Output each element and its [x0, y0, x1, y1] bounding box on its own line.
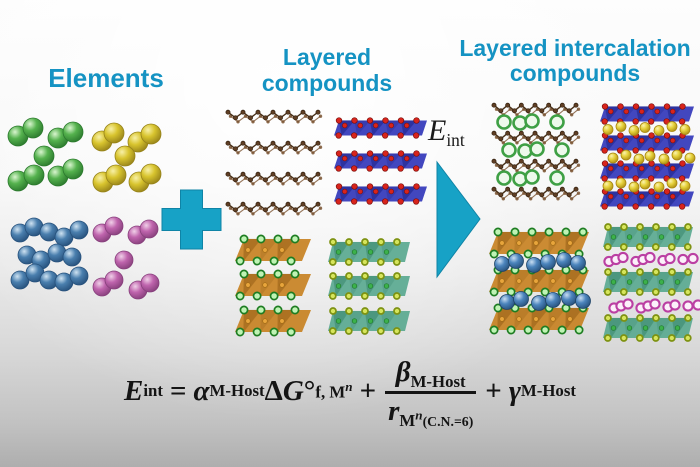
eq-G-sub-exp: n	[345, 379, 353, 395]
layered-title-line1: Layered	[282, 44, 372, 70]
element-atom	[62, 121, 84, 143]
eq-alpha: α	[193, 374, 210, 407]
plus-icon	[161, 189, 222, 250]
eint-subscript: int	[446, 130, 465, 151]
eq-fraction-denominator: rMn(C.N.=6)	[388, 394, 474, 430]
element-atom	[103, 122, 125, 144]
intercalation-title-line2: compounds	[509, 60, 641, 86]
eint-arrow-label: Eint	[428, 114, 465, 151]
intercalation-compounds-title: Layered intercalation compounds	[455, 36, 695, 86]
pink-element-cluster	[92, 216, 160, 300]
element-atom	[140, 163, 162, 185]
blue-element-cluster	[10, 217, 89, 292]
teal-intercalated-guest-atoms	[603, 251, 700, 314]
element-atom	[114, 145, 136, 167]
element-atom	[69, 220, 89, 240]
eq-r-sub: Mn(C.N.=6)	[399, 407, 474, 430]
graphite-intercalated-guest-atoms	[496, 113, 570, 187]
element-atom	[139, 219, 159, 239]
eq-r-sub-exp: n	[415, 407, 423, 423]
eq-degree: °	[303, 374, 316, 407]
element-atom	[140, 273, 160, 293]
eq-plus-1: +	[359, 374, 377, 407]
element-atom	[62, 158, 84, 180]
element-atom	[23, 164, 45, 186]
elements-title: Elements	[48, 63, 164, 93]
eq-gamma: γ	[508, 374, 521, 407]
eq-delta: Δ	[264, 374, 283, 407]
eq-beta-sub: M-Host	[410, 371, 466, 391]
orange-intercalated-guest-atoms	[494, 252, 591, 311]
layered-compounds-title: Layered compounds	[241, 44, 413, 96]
eint-symbol: E	[428, 114, 447, 147]
element-atom	[69, 266, 89, 286]
element-atom	[33, 145, 55, 167]
eq-fraction-bar	[385, 391, 477, 394]
eq-r-condition: (C.N.=6)	[422, 413, 474, 429]
blue-oxide-intercalated-guest-atoms	[602, 121, 696, 193]
eq-E-sub: int	[143, 381, 163, 400]
element-atom	[114, 250, 134, 270]
element-atom	[104, 216, 124, 236]
intercalation-title-line1: Layered intercalation	[459, 35, 691, 61]
graphite-host	[225, 109, 323, 216]
orange-intercalated	[489, 227, 591, 335]
eq-G: G	[282, 374, 304, 407]
eq-alpha-sub: M-Host	[209, 381, 265, 400]
orange-host	[235, 234, 311, 337]
teal-intercalated	[603, 223, 700, 342]
teal-host	[328, 238, 410, 335]
element-atom	[140, 123, 162, 145]
blue-oxide-intercalated	[600, 103, 696, 210]
eq-plus-2: +	[485, 374, 502, 407]
element-atom	[62, 247, 82, 267]
eq-fraction: βM-Host rMn(C.N.=6)	[385, 355, 477, 430]
element-atom	[104, 270, 124, 290]
eq-fraction-numerator: βM-Host	[395, 355, 466, 391]
eq-G-sub: f, Mn	[315, 379, 353, 402]
yellow-element-cluster	[91, 122, 162, 193]
eq-E: E	[124, 374, 144, 407]
arrow-right-icon	[436, 160, 481, 279]
graphite-intercalated	[491, 102, 581, 201]
element-atom	[105, 164, 127, 186]
green-element-cluster	[7, 117, 84, 192]
blue-oxide-host	[334, 117, 427, 205]
element-atom	[22, 117, 44, 139]
eq-gamma-sub: M-Host	[520, 381, 576, 400]
layered-title-line2: compounds	[261, 70, 393, 96]
eq-equals: =	[169, 374, 187, 407]
